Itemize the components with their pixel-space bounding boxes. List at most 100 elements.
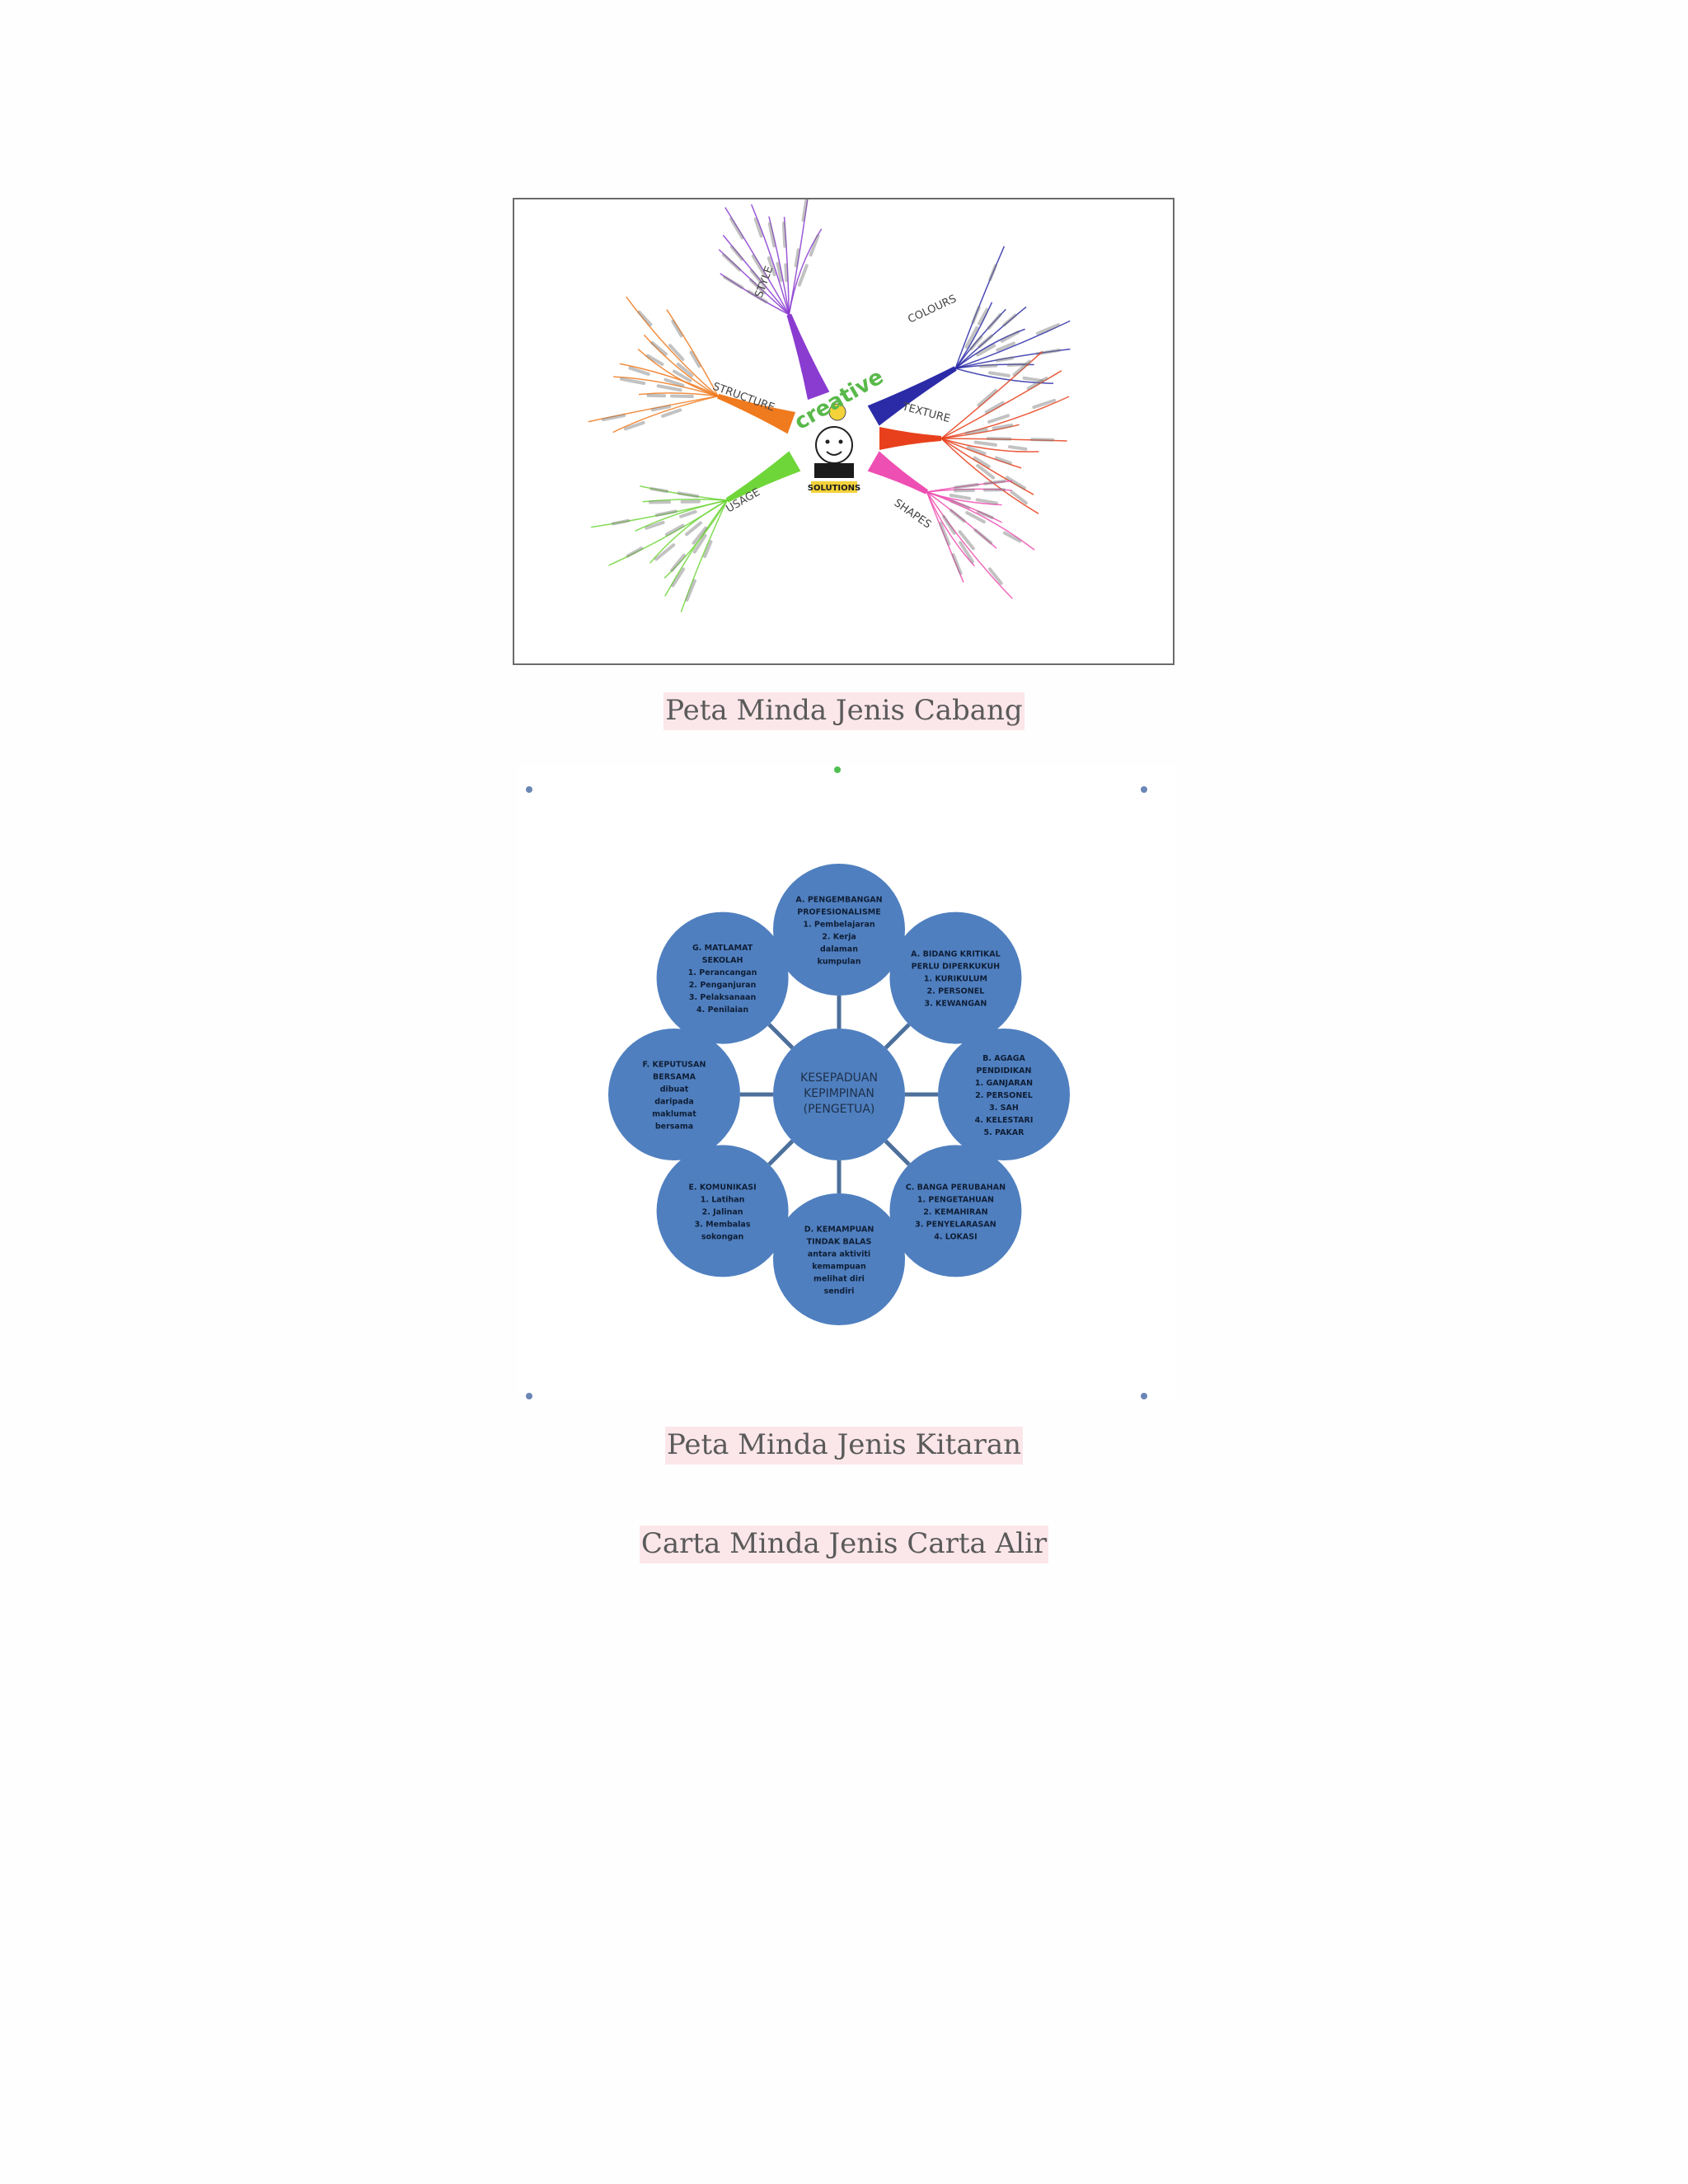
handwritten-word <box>649 487 669 494</box>
caption-circle-map: Peta Minda Jenis Kitaran <box>0 1427 1688 1465</box>
handwritten-word <box>987 312 1002 330</box>
node-text: TINDAK BALAS <box>807 1238 872 1247</box>
sub-branch <box>722 234 790 316</box>
sub-branch <box>926 491 997 549</box>
sub-branch <box>955 348 1071 369</box>
node-text: melihat diri <box>814 1275 865 1284</box>
handwritten-word <box>648 500 672 504</box>
handwritten-word <box>794 248 800 268</box>
sub-branch <box>591 499 728 528</box>
handwritten-word <box>650 340 668 356</box>
handwritten-word <box>650 405 672 412</box>
rotate-handle <box>834 766 841 773</box>
node-text: 5. PAKAR <box>984 1128 1025 1137</box>
handwritten-word <box>966 446 987 456</box>
handwritten-word <box>1026 376 1048 391</box>
node-text: 1. PENGETAHUAN <box>917 1195 994 1204</box>
caption-branch-map: Peta Minda Jenis Cabang <box>0 692 1688 730</box>
outer-node: F. KEPUTUSANBERSAMAdibuatdaripadamakluma… <box>608 1029 740 1160</box>
handwritten-word <box>628 366 650 376</box>
sub-branch <box>926 491 964 583</box>
sub-branch <box>940 438 1067 442</box>
handwritten-word <box>645 354 664 366</box>
handwritten-word <box>975 498 998 505</box>
node-text: 2. KEMAHIRAN <box>923 1207 987 1216</box>
node-text: PERLU DIPERKUKUH <box>912 963 1001 972</box>
handwritten-word <box>964 428 988 435</box>
handwritten-word <box>672 369 692 382</box>
handwritten-word <box>953 488 975 493</box>
node-text: 2. Jalinan <box>702 1207 743 1216</box>
sub-branch <box>926 491 1013 599</box>
handwritten-word <box>692 533 707 554</box>
handwritten-word <box>979 363 998 368</box>
branch-stem <box>867 366 957 426</box>
eye-icon <box>838 439 843 444</box>
node-text: 2. PERSONEL <box>975 1091 1033 1100</box>
smile-icon <box>826 451 842 456</box>
node-text: 4. KELESTARI <box>975 1116 1034 1125</box>
node-text: B. AGAGA <box>982 1054 1025 1063</box>
lightbulb-icon <box>828 403 846 421</box>
selection-handle <box>1141 1393 1147 1399</box>
center-text: (PENGETUA) <box>804 1103 875 1116</box>
sub-branch <box>940 438 1039 452</box>
node-text: D. KEMAMPUAN <box>804 1226 874 1235</box>
handwritten-word <box>680 499 701 504</box>
sub-branch <box>955 368 1054 384</box>
branch-mind-map-drawing: STRUCTURESTYLECOLOURSTEXTURESHAPESUSAGEc… <box>588 199 1071 612</box>
handwritten-word <box>703 540 713 559</box>
handwritten-word <box>729 245 744 261</box>
node-text: 1. Latihan <box>701 1195 745 1204</box>
center-subtitle-bg <box>811 481 857 493</box>
handwritten-word <box>797 264 809 287</box>
sub-branch <box>720 273 790 316</box>
handwritten-word <box>978 334 993 349</box>
sub-branch <box>788 228 823 315</box>
handwritten-word <box>656 384 682 392</box>
handwritten-word <box>1035 348 1062 356</box>
branch-stem <box>786 313 830 401</box>
sub-branch <box>940 370 1062 439</box>
handwritten-word <box>1035 323 1061 335</box>
sub-branch <box>637 349 719 397</box>
handwritten-word <box>976 510 994 520</box>
handwritten-word <box>976 344 996 357</box>
handwritten-word <box>645 520 665 530</box>
handwritten-word <box>664 523 685 537</box>
handwritten-word <box>663 377 685 387</box>
handwritten-word <box>994 456 1012 465</box>
handwritten-word <box>1002 531 1022 543</box>
handwritten-word <box>1030 438 1055 442</box>
handwritten-word <box>781 221 787 248</box>
sub-branch <box>612 395 719 434</box>
sub-branch <box>768 216 790 315</box>
handwritten-word <box>988 264 998 282</box>
branch-style: STYLE <box>718 199 830 401</box>
handwritten-word <box>949 494 972 500</box>
connector-line <box>767 1139 795 1166</box>
branch-label: SHAPES <box>892 497 934 532</box>
handwritten-word <box>801 199 809 223</box>
selection-handle <box>526 786 532 793</box>
handwritten-word <box>1032 398 1057 410</box>
center-circle <box>773 1029 905 1160</box>
sub-branch <box>926 488 1012 493</box>
face-icon <box>815 426 853 464</box>
sub-branch <box>718 249 790 316</box>
handwritten-word <box>992 423 1014 430</box>
sub-branch <box>926 491 1035 551</box>
node-text: maklumat <box>652 1110 696 1119</box>
center-subtitle: SOLUTIONS <box>808 484 860 493</box>
handwritten-word <box>809 234 820 257</box>
handwritten-word <box>776 261 783 283</box>
branch-shapes: SHAPES <box>867 451 1035 599</box>
outer-circle <box>889 1145 1022 1277</box>
sub-branch <box>619 363 719 397</box>
